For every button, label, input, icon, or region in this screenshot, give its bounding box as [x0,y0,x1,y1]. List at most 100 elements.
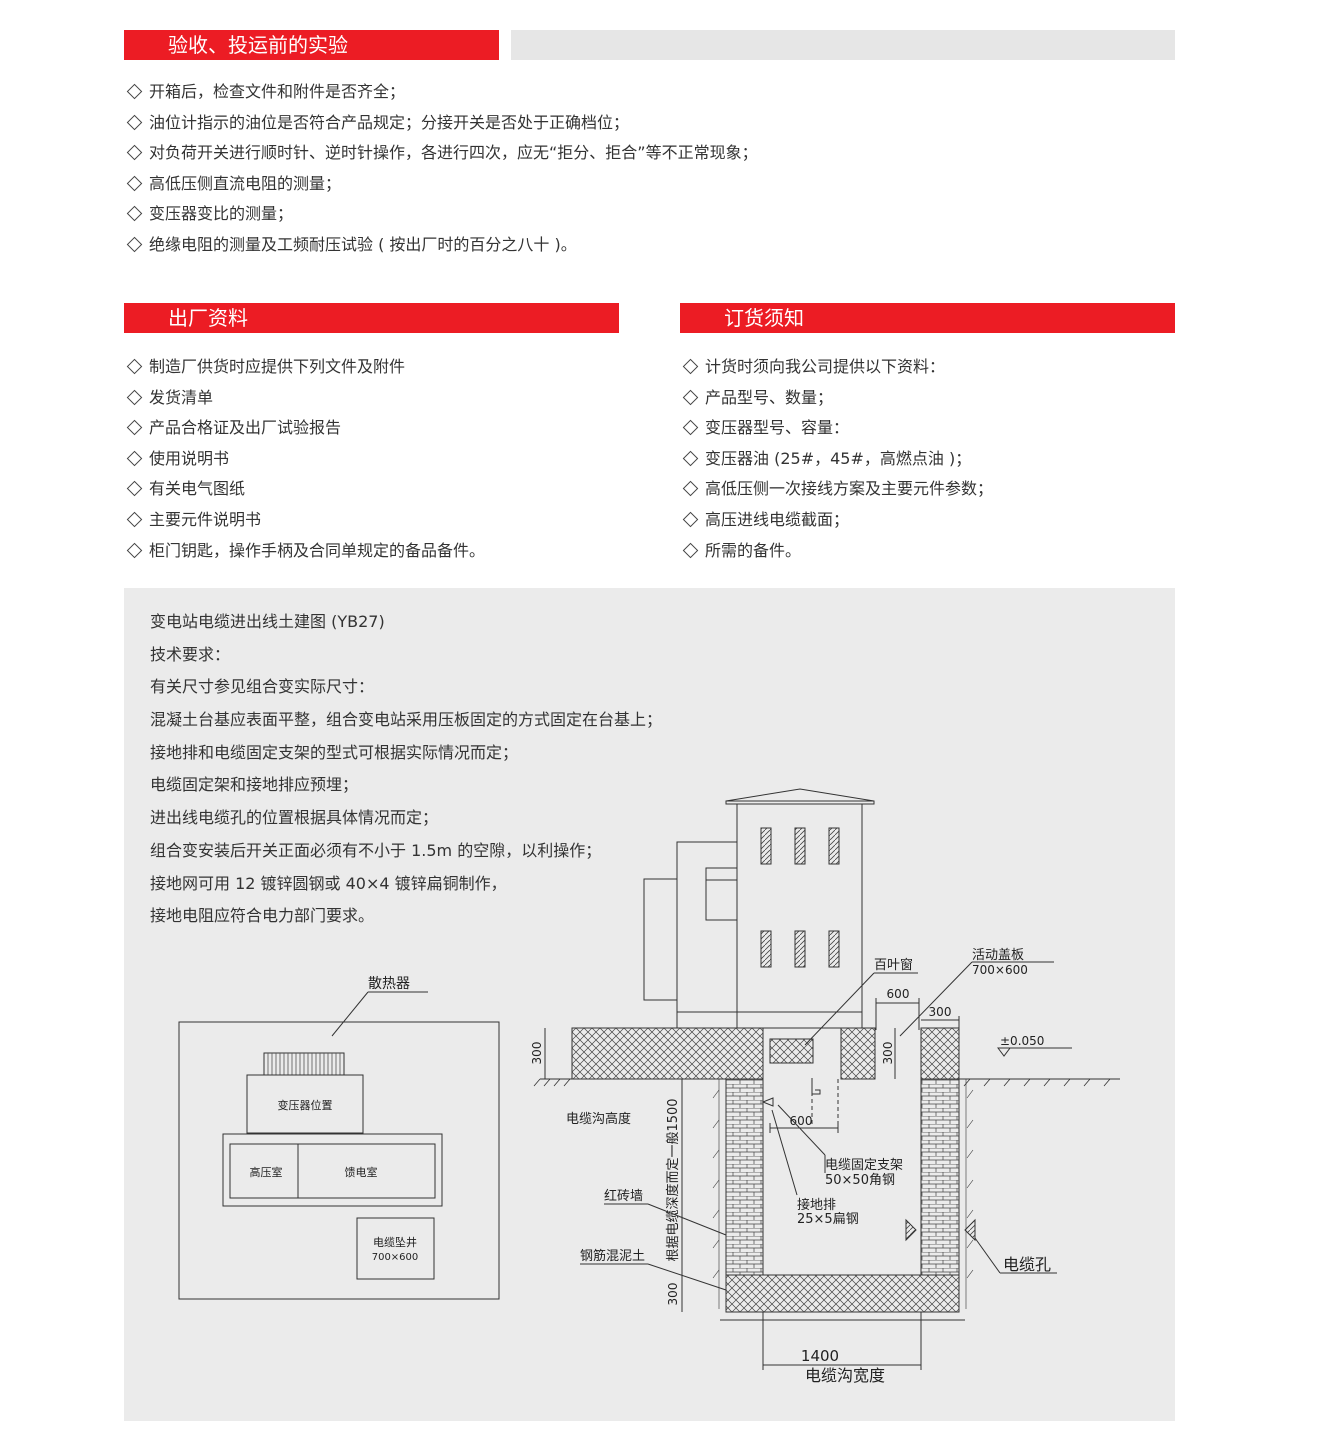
plan-view-drawing: 散热器 变压器位置 高压室 馈电室 电缆坠井 700×600 [178,976,500,1300]
diamond-bullet-icon [126,144,143,161]
section-view-drawing: 600 电缆孔 百叶窗 活动盖板 700×600 600 300 300 ±0.… [530,788,1120,1385]
diamond-bullet-icon [126,358,143,375]
order-header: 订货须知 [680,303,1175,333]
cable-well-box [356,1217,435,1280]
requirement-line: 进出线电缆孔的位置根据具体情况而定； [150,808,439,828]
diamond-bullet-icon [126,481,143,497]
acceptance-title: 验收、投运前的实验 [168,33,348,57]
order-title: 订货须知 [724,306,804,330]
diamond-bullet-icon [682,389,699,405]
concrete-base-middle [840,1027,876,1080]
requirement-line: 混凝土台基应表面平整，组合变电站采用压板固定的方式固定在台基上； [150,710,663,730]
concrete-label: 钢筋混泥土 [580,1248,645,1264]
acceptance-header: 验收、投运前的实验 [124,30,499,60]
level-label: ±0.050 [1000,1034,1044,1048]
diamond-bullet-icon [682,419,699,436]
diamond-bullet-icon [682,542,699,558]
brick-wall-left [725,1078,764,1276]
cable-hole-label: 电缆孔 [1003,1255,1051,1274]
diamond-bullet-icon [126,83,143,100]
list-item: 油位计指示的油位是否符合产品规定；分接开关是否处于正确档位； [124,108,758,139]
diamond-bullet-icon [126,419,143,436]
dim-600-top: 600 [887,987,910,1001]
requirement-line: 接地网可用 12 镀锌圆钢或 40×4 镀锌扁铜制作， [150,873,507,893]
hv-room-label: 高压室 [250,1165,283,1179]
bracket-label: 电缆固定支架 [825,1157,903,1173]
diamond-bullet-icon [126,206,143,222]
concrete-bottom-slab [725,1274,960,1313]
diamond-bullet-icon [126,389,143,405]
dim-300-right: 300 [881,1042,895,1065]
list-item: 使用说明书 [124,444,485,475]
factory-title: 出厂资料 [168,306,248,330]
diamond-bullet-icon [126,542,143,558]
diamond-bullet-icon [682,511,699,528]
dim-600-mid: 600 [790,1114,813,1128]
acceptance-list: 开箱后，检查文件和附件是否齐全； 油位计指示的油位是否符合产品规定；分接开关是否… [124,77,758,261]
cable-well-size: 700×600 [372,1252,419,1263]
transformer-label: 变压器位置 [278,1098,333,1112]
radiator-label: 散热器 [368,976,410,992]
trench-width-value: 1400 [801,1347,839,1365]
diamond-bullet-icon [682,450,699,467]
radiator-leader-line [331,991,369,1037]
list-item: 高低压侧一次接线方案及主要元件参数； [680,474,993,505]
louver-vents-icon [760,827,840,968]
transformer-position-box [246,1074,364,1134]
dim-300-top: 300 [929,1005,952,1019]
requirement-line: 接地电阻应符合电力部门要求。 [150,906,375,926]
level-mark-icon [997,1047,1011,1057]
list-item: 所需的备件。 [680,536,993,567]
requirement-line: 有关尺寸参见组合变实际尺寸： [150,677,375,697]
diamond-bullet-icon [126,236,143,253]
diamond-bullet-icon [126,450,143,467]
louver-label: 百叶窗 [874,957,913,973]
list-item: 主要元件说明书 [124,505,485,536]
requirement-line: 技术要求： [150,644,231,664]
dim-300-left: 300 [530,1042,544,1065]
diamond-bullet-icon [126,511,143,528]
feeder-room-label: 馈电室 [345,1165,378,1179]
requirement-line: 接地排和电缆固定支架的型式可根据实际情况而定； [150,742,519,762]
trench-height-label: 电缆沟高度 [566,1111,631,1127]
cable-hole-icon [905,1218,976,1242]
technical-requirements: 变电站电缆进出线土建图 (YB27) 技术要求： 有关尺寸参见组合变实际尺寸： … [150,606,662,933]
dim-300-bottom: 300 [666,1283,680,1306]
bracket-spec: 50×50角钢 [825,1173,895,1188]
list-item: 变压器变比的测量； [124,199,758,230]
requirement-line: 组合变安装后开关正面必须有不小于 1.5m 的空隙，以利操作； [150,840,602,860]
list-item: 制造厂供货时应提供下列文件及附件 [124,352,485,383]
list-item: 产品合格证及出厂试验报告 [124,413,485,444]
diamond-bullet-icon [126,114,143,130]
list-item: 绝缘电阻的测量及工频耐压试验 ( 按出厂时的百分之八十 )。 [124,230,758,261]
list-item: 柜门钥匙，操作手柄及合同单规定的备品备件。 [124,536,485,567]
list-item: 开箱后，检查文件和附件是否齐全； [124,77,758,108]
concrete-base-left [571,1027,764,1080]
cable-well-label: 电缆坠井 [373,1235,417,1249]
requirement-line: 变电站电缆进出线土建图 (YB27) [150,612,385,631]
cover-label: 活动盖板 [972,948,1024,963]
ground-bar-spec: 25×5扁钢 [797,1212,859,1227]
order-list: 计货时须向我公司提供以下资料： 产品型号、数量； 变压器型号、容量： 变压器油 … [680,352,993,566]
ground-bar-label: 接地排 [797,1197,836,1213]
switchgear-inner [229,1143,436,1199]
trench-width-label: 电缆沟宽度 [805,1366,885,1385]
diamond-bullet-icon [682,358,699,375]
factory-header: 出厂资料 [124,303,619,333]
acceptance-header-extension [511,30,1175,60]
list-item: 变压器型号、容量： [680,413,993,444]
brick-wall-right [920,1078,960,1276]
list-item: 高低压侧直流电阻的测量； [124,169,758,200]
list-item: 发货清单 [124,383,485,414]
factory-list: 制造厂供货时应提供下列文件及附件 发货清单 产品合格证及出厂试验报告 使用说明书… [124,352,485,566]
louver-grille [769,1038,814,1064]
radiator-fins-icon [263,1052,345,1076]
list-item: 高压进线电缆截面； [680,505,993,536]
concrete-base-right [920,1027,960,1080]
list-item: 对负荷开关进行顺时针、逆时针操作，各进行四次，应无“拒分、拒合”等不正常现象； [124,138,758,169]
list-item: 有关电气图纸 [124,474,485,505]
diamond-bullet-icon [682,481,699,497]
cover-size: 700×600 [972,963,1028,977]
cable-bracket-icon [761,1078,839,1125]
depth-note: 根据电缆深度而定一般1500 [665,1098,681,1261]
